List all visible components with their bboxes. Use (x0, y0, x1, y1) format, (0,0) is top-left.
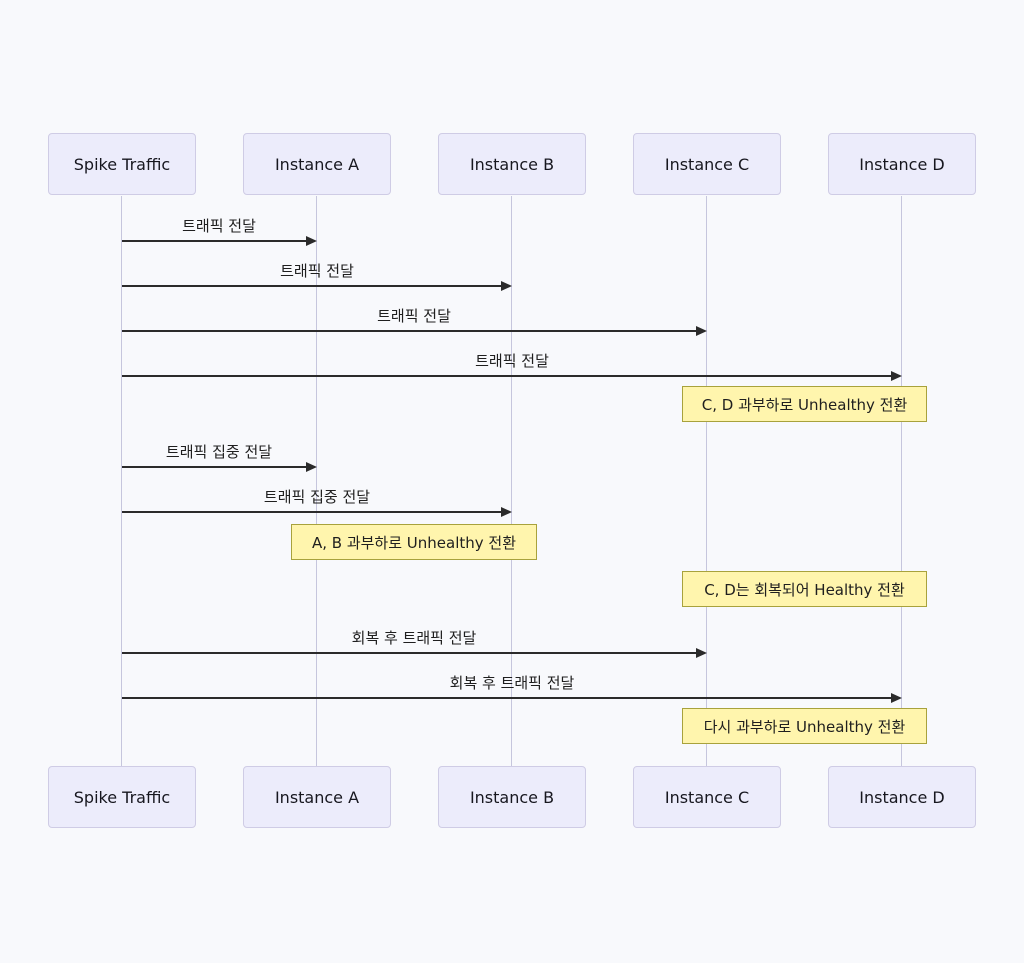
message-label: 트래픽 전달 (475, 352, 549, 370)
actor-label: Instance D (859, 154, 945, 174)
actor-top-instance-a: Instance A (243, 133, 391, 195)
arrowhead-icon (306, 462, 317, 472)
note-cd-unhealthy: C, D 과부하로 Unhealthy 전환 (682, 386, 927, 422)
message-label: 트래픽 전달 (377, 307, 451, 325)
note-ab-unhealthy: A, B 과부하로 Unhealthy 전환 (291, 524, 537, 560)
lifeline-spike-traffic (121, 196, 122, 766)
arrowhead-icon (696, 326, 707, 336)
lifeline-instance-b (511, 196, 512, 766)
actor-label: Instance A (274, 154, 360, 174)
message-label: 회복 후 트래픽 전달 (449, 674, 575, 692)
actor-top-spike-traffic: Spike Traffic (48, 133, 196, 195)
message-line (122, 240, 307, 242)
actor-label: Instance B (469, 787, 555, 807)
actor-label: Spike Traffic (73, 154, 171, 174)
lifeline-instance-c (706, 196, 707, 766)
actor-label: Instance D (859, 787, 945, 807)
message-label: 회복 후 트래픽 전달 (351, 629, 477, 647)
arrowhead-icon (501, 507, 512, 517)
actor-label: Instance C (664, 787, 750, 807)
arrowhead-icon (501, 281, 512, 291)
lifeline-instance-d (901, 196, 902, 766)
message-label: 트래픽 전달 (182, 217, 256, 235)
message-label: 트래픽 전달 (280, 262, 354, 280)
actor-label: Spike Traffic (73, 787, 171, 807)
message-line (122, 511, 502, 513)
actor-label: Instance B (469, 154, 555, 174)
message-label: 트래픽 집중 전달 (263, 488, 371, 506)
arrowhead-icon (891, 693, 902, 703)
actor-bottom-instance-d: Instance D (828, 766, 976, 828)
actor-bottom-instance-a: Instance A (243, 766, 391, 828)
note-cd-unhealthy-again: 다시 과부하로 Unhealthy 전환 (682, 708, 927, 744)
message-label: 트래픽 집중 전달 (165, 443, 273, 461)
message-line (122, 375, 892, 377)
actor-bottom-instance-b: Instance B (438, 766, 586, 828)
lifeline-instance-a (316, 196, 317, 766)
message-line (122, 285, 502, 287)
message-line (122, 652, 697, 654)
message-line (122, 697, 892, 699)
actor-label: Instance A (274, 787, 360, 807)
message-line (122, 466, 307, 468)
actor-bottom-spike-traffic: Spike Traffic (48, 766, 196, 828)
arrowhead-icon (306, 236, 317, 246)
note-cd-healthy: C, D는 회복되어 Healthy 전환 (682, 571, 927, 607)
actor-top-instance-c: Instance C (633, 133, 781, 195)
actor-top-instance-d: Instance D (828, 133, 976, 195)
actor-bottom-instance-c: Instance C (633, 766, 781, 828)
message-line (122, 330, 697, 332)
actor-top-instance-b: Instance B (438, 133, 586, 195)
arrowhead-icon (891, 371, 902, 381)
arrowhead-icon (696, 648, 707, 658)
actor-label: Instance C (664, 154, 750, 174)
